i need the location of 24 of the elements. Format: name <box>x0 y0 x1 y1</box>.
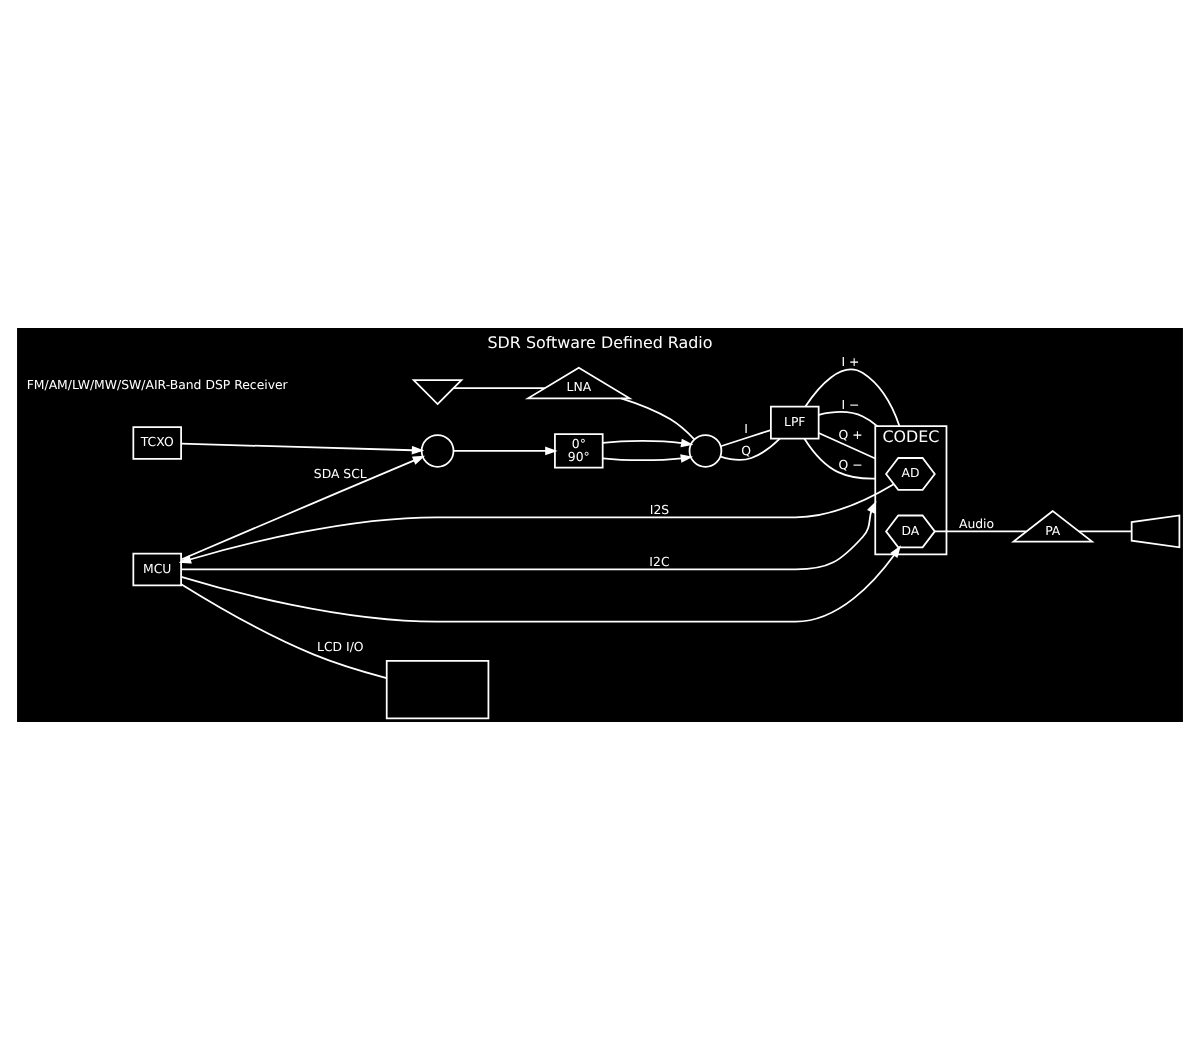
node-circle <box>420 433 455 467</box>
connector <box>804 367 901 427</box>
arrow <box>602 453 694 462</box>
connector <box>719 428 772 447</box>
arrow <box>180 454 426 560</box>
arrow <box>180 441 425 454</box>
connector <box>1078 529 1133 532</box>
connector <box>452 386 546 389</box>
connector <box>803 436 877 479</box>
node-antenna <box>411 378 464 405</box>
arrow <box>178 482 895 563</box>
arrow <box>180 544 901 622</box>
arrow <box>452 445 558 455</box>
connector <box>620 396 696 440</box>
connector <box>180 582 388 678</box>
arrow <box>602 437 694 447</box>
node-box <box>385 659 490 719</box>
arrow <box>180 499 877 570</box>
connector <box>817 410 879 427</box>
node-speaker <box>1130 513 1181 548</box>
connector <box>933 529 1028 532</box>
node-circle <box>688 433 723 467</box>
connector <box>719 436 781 460</box>
connector <box>817 431 877 459</box>
